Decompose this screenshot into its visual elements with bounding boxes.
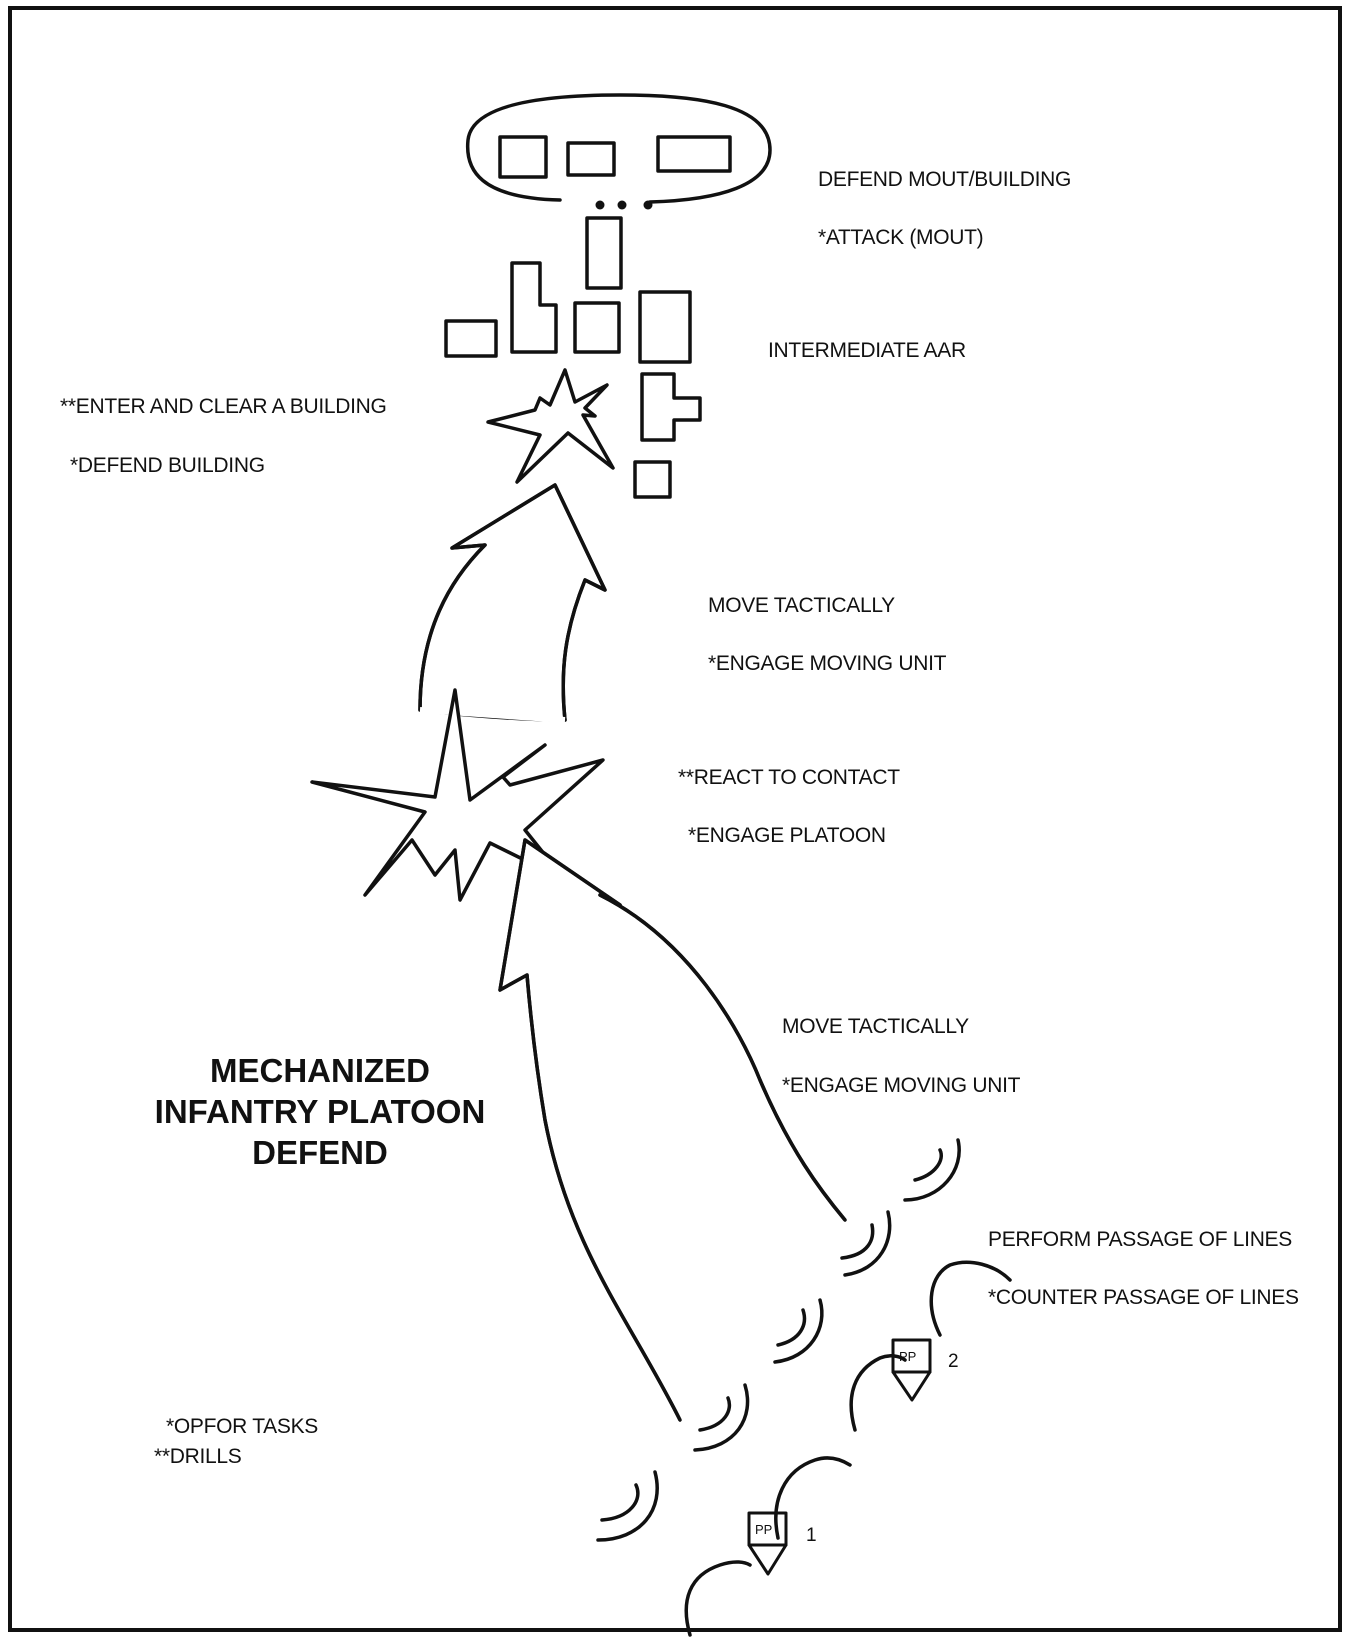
title-line-3: DEFEND bbox=[252, 1134, 388, 1171]
unit-arc-pair bbox=[596, 1470, 659, 1542]
label-counter-passage-of-lines: *COUNTER PASSAGE OF LINES bbox=[988, 1286, 1299, 1309]
title-line-1: MECHANIZED bbox=[210, 1052, 430, 1089]
label-move-tactically-lower: MOVE TACTICALLY bbox=[782, 1015, 969, 1038]
building bbox=[566, 141, 616, 177]
building bbox=[633, 460, 672, 499]
town-enclosure bbox=[465, 93, 772, 204]
legend-opfor-tasks: *OPFOR TASKS bbox=[166, 1415, 318, 1438]
passage-point-2-number: 2 bbox=[948, 1351, 959, 1372]
building bbox=[573, 301, 621, 354]
unit-arc-pair bbox=[773, 1298, 824, 1364]
building bbox=[656, 135, 732, 173]
building bbox=[498, 135, 548, 179]
passage-arc bbox=[849, 1354, 907, 1432]
unit-arc-pair bbox=[903, 1138, 961, 1202]
legend-drills: **DRILLS bbox=[154, 1445, 242, 1468]
label-attack-mout: *ATTACK (MOUT) bbox=[818, 226, 984, 249]
passage-point-1-marker: PP 1 bbox=[747, 1511, 817, 1576]
label-react-to-contact: **REACT TO CONTACT bbox=[678, 766, 900, 789]
label-engage-moving-unit-upper: *ENGAGE MOVING UNIT bbox=[708, 652, 947, 675]
unit-arc-pair bbox=[693, 1383, 750, 1452]
unit-arc-pair bbox=[840, 1210, 892, 1277]
label-engage-platoon: *ENGAGE PLATOON bbox=[688, 824, 886, 847]
label-move-tactically-upper: MOVE TACTICALLY bbox=[708, 594, 895, 617]
label-perform-passage-of-lines: PERFORM PASSAGE OF LINES bbox=[988, 1228, 1292, 1251]
passage-arc bbox=[774, 1456, 852, 1540]
contact-star-small bbox=[486, 368, 615, 484]
dot-marker bbox=[595, 200, 605, 210]
label-enter-clear-building: **ENTER AND CLEAR A BUILDING bbox=[60, 395, 387, 418]
title-line-2: INFANTRY PLATOON bbox=[154, 1093, 486, 1130]
label-engage-moving-unit-lower: *ENGAGE MOVING UNIT bbox=[782, 1074, 1021, 1097]
lower-movement-arrow bbox=[498, 838, 847, 1421]
label-defend-building: *DEFEND BUILDING bbox=[70, 454, 265, 477]
dot-marker bbox=[617, 200, 627, 210]
building bbox=[640, 372, 702, 442]
building bbox=[510, 261, 558, 354]
dot-marker bbox=[643, 200, 653, 210]
passage-point-1-number: 1 bbox=[806, 1525, 817, 1546]
label-defend-mout: DEFEND MOUT/BUILDING bbox=[818, 168, 1072, 191]
passage-arc bbox=[929, 1260, 1012, 1337]
passage-point-2-tag: PP bbox=[899, 1349, 916, 1364]
building bbox=[444, 319, 498, 358]
label-intermediate-aar: INTERMEDIATE AAR bbox=[768, 339, 966, 362]
passage-arc bbox=[684, 1560, 752, 1637]
building bbox=[585, 216, 623, 290]
passage-point-1-tag: PP bbox=[755, 1522, 772, 1537]
passage-point-2-marker: PP 2 bbox=[891, 1338, 959, 1402]
building bbox=[638, 290, 692, 364]
diagram-title: MECHANIZED INFANTRY PLATOON DEFEND bbox=[130, 1050, 510, 1173]
